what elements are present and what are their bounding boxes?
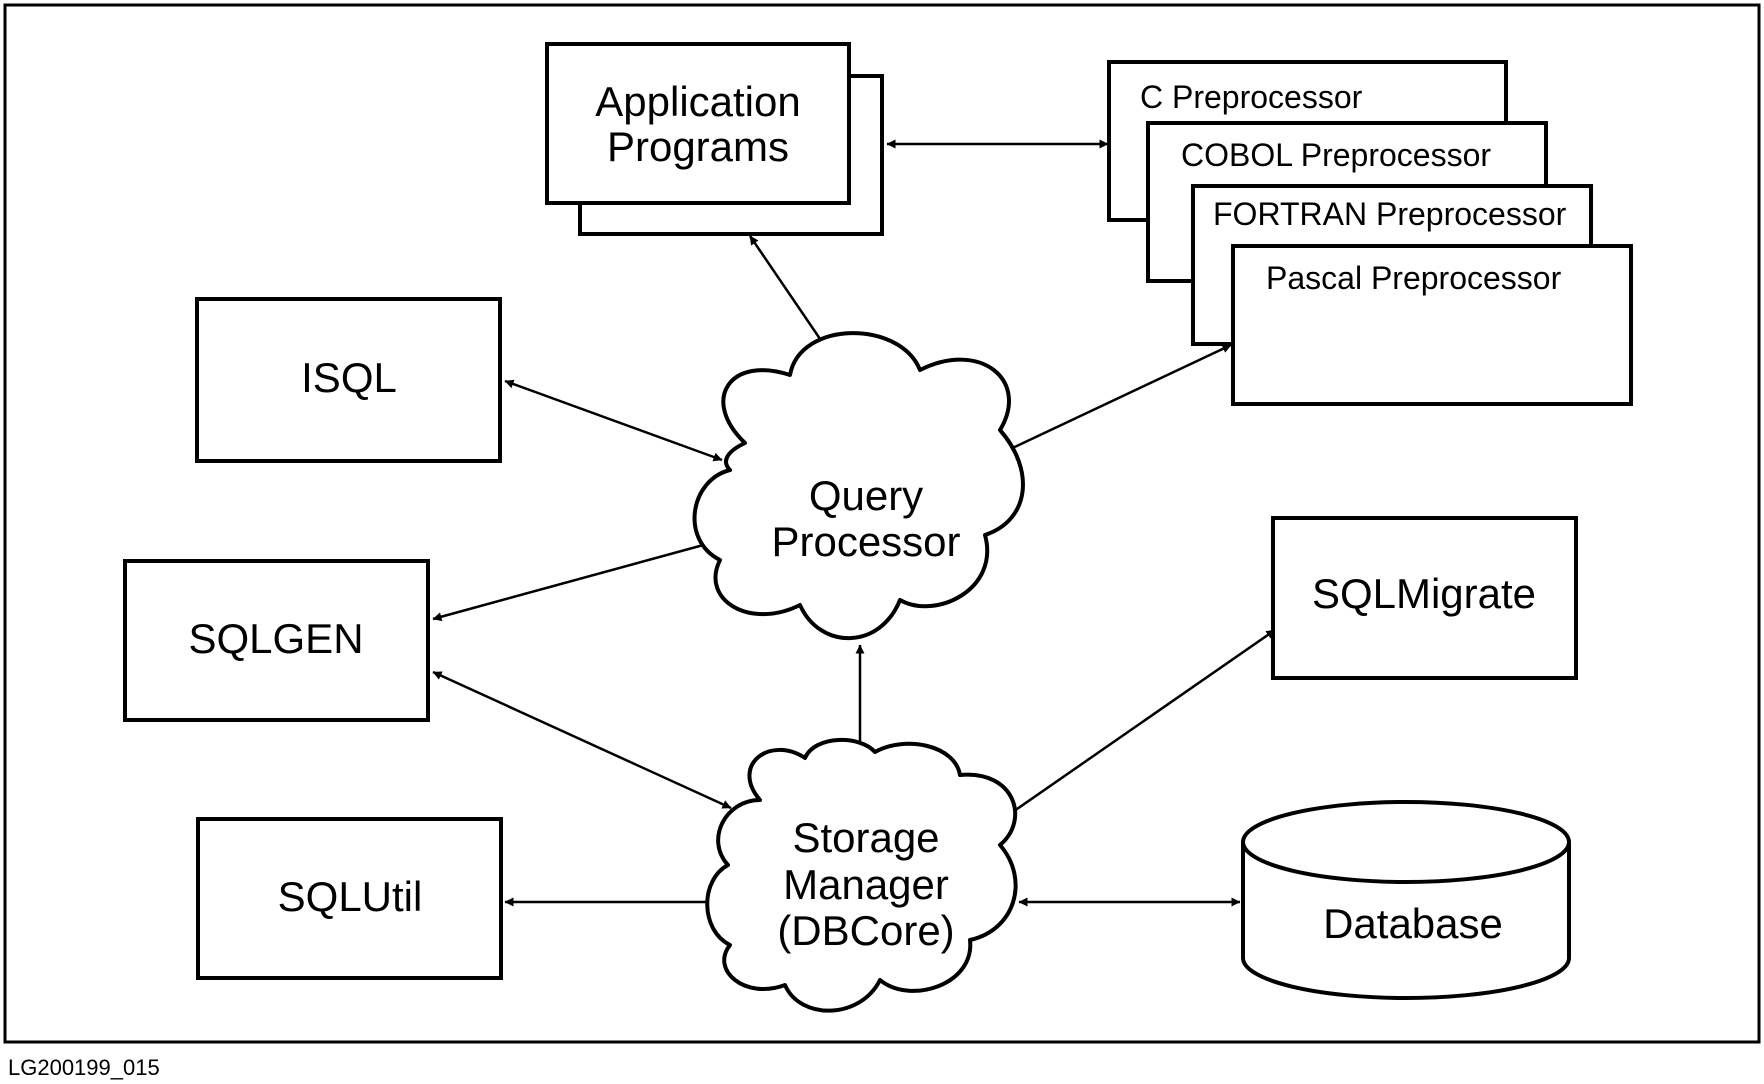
application-programs-box: [545, 42, 851, 205]
database-cylinder-top: [1241, 800, 1571, 884]
sqlgen-label: SQLGEN: [188, 615, 363, 662]
storage-manager-label-line2: Manager: [783, 861, 949, 908]
storage-manager-label-line1: Storage: [792, 814, 939, 861]
fortran-preprocessor-label: FORTRAN Preprocessor: [1213, 196, 1567, 232]
connections: [432, 139, 1276, 907]
application-programs-label-line1: Application: [595, 78, 800, 125]
query-processor-node: Query Processor: [692, 331, 1025, 641]
isql-node: ISQL: [195, 297, 502, 463]
sqlmigrate-label: SQLMigrate: [1312, 570, 1536, 617]
database-cylinder-body: [1241, 842, 1571, 1000]
sqlgen-node: SQLGEN: [123, 559, 430, 722]
database-label: Database: [1323, 900, 1503, 947]
sqlutil-node: SQLUtil: [196, 817, 503, 980]
application-programs-label-line2: Programs: [607, 123, 789, 170]
query-processor-label-line1: Query: [809, 472, 923, 519]
isql-label: ISQL: [301, 354, 397, 401]
storage-manager-node: Storage Manager (DBCore): [705, 738, 1018, 1013]
edge-sqlgen-query-processor: [432, 538, 719, 622]
storage-manager-label-line3: (DBCore): [777, 907, 954, 954]
figure-id-caption: LG200199_015: [8, 1055, 160, 1080]
application-programs-node: Application Programs: [545, 42, 884, 236]
isql-box: [195, 297, 502, 463]
storage-manager-cloud: [705, 738, 1018, 1013]
edge-sqlmigrate-storage-manager: [1003, 628, 1276, 820]
sqlutil-box: [196, 817, 503, 980]
database-node: Database: [1241, 800, 1571, 1000]
query-processor-cloud: [692, 331, 1025, 641]
pascal-preprocessor-box: [1231, 244, 1633, 406]
edge-pascal-query-processor: [1003, 343, 1232, 454]
edge-sqlgen-storage-manager: [432, 670, 732, 810]
query-processor-label-line2: Processor: [771, 518, 960, 565]
sqlmigrate-box: [1271, 516, 1578, 680]
pascal-preprocessor-label: Pascal Preprocessor: [1266, 260, 1562, 296]
diagram-frame: [3, 3, 1761, 1044]
sqlgen-box: [123, 559, 430, 722]
sqlutil-label: SQLUtil: [278, 873, 423, 920]
preprocessors-stack: C Preprocessor COBOL Preprocessor FORTRA…: [1107, 60, 1633, 406]
cobol-preprocessor-label: COBOL Preprocessor: [1181, 137, 1491, 173]
edge-isql-query-processor: [504, 379, 723, 462]
c-preprocessor-label: C Preprocessor: [1140, 79, 1363, 115]
sqlmigrate-node: SQLMigrate: [1271, 516, 1578, 680]
